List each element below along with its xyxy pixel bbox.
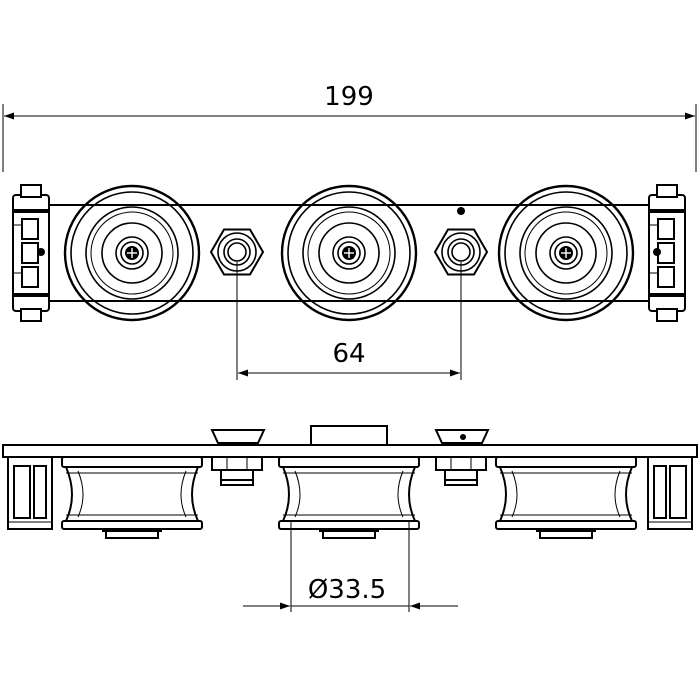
wheel-center-side (278, 456, 420, 539)
wheel-diameter-label: Ø33.5 (308, 575, 386, 605)
marker-dot (457, 207, 465, 215)
side-view: Ø33.5 (2, 425, 698, 612)
cap-right-mark (460, 434, 466, 440)
end-block-left-screw (37, 248, 45, 256)
base-plate-side (2, 444, 698, 458)
axle-spacing-label: 64 (332, 339, 365, 369)
nut-right-side (435, 456, 487, 486)
end-bracket-right (647, 456, 693, 530)
nut-left-side (211, 456, 263, 486)
wheel-right-side (495, 456, 637, 539)
center-cap-side (310, 425, 388, 446)
overall-length-label: 199 (324, 82, 374, 112)
end-bracket-left (7, 456, 53, 530)
end-block-right-screw (653, 248, 661, 256)
cap-left-side (210, 429, 266, 444)
top-view: 199 64 (2, 82, 697, 380)
wheel-left-side (61, 456, 203, 539)
